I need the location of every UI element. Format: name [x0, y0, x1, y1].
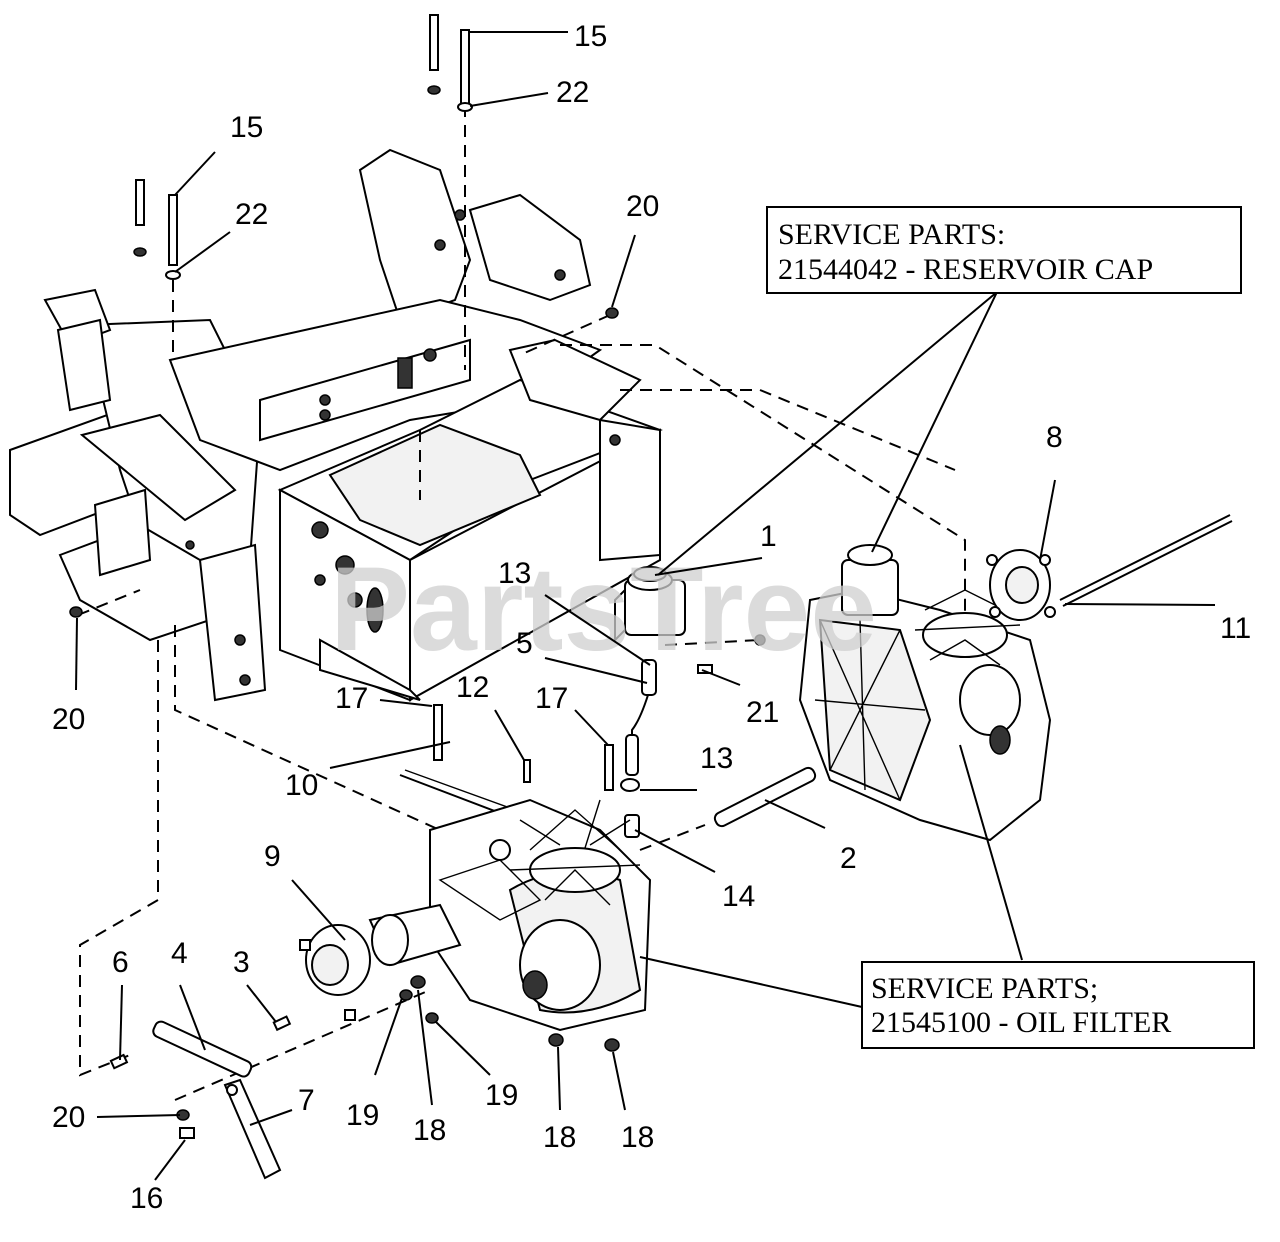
callout-18: 18: [543, 1121, 576, 1154]
fan-hub-right: [922, 612, 1008, 658]
service-box-title: SERVICE PARTS;: [871, 972, 1098, 1005]
callout-15: 15: [230, 111, 263, 144]
callouts: 15 22 15 22 20 8 1 13 5 11 20 12 17 17 2…: [52, 20, 1251, 1215]
callout-7: 7: [298, 1084, 315, 1117]
callout-20: 20: [626, 190, 659, 223]
callout-17: 17: [335, 682, 368, 715]
callout-9: 9: [264, 840, 281, 873]
callout-3: 3: [233, 946, 250, 979]
callout-18: 18: [621, 1121, 654, 1154]
watermark: PartsTree: [330, 542, 877, 676]
callout-19: 19: [485, 1079, 518, 1112]
callout-20: 20: [52, 703, 85, 736]
hose-5: [641, 659, 657, 696]
callout-15: 15: [574, 20, 607, 53]
callout-12: 12: [456, 671, 489, 704]
leader-lines: [75, 31, 1216, 1181]
callout-11: 11: [1220, 612, 1251, 645]
bolt-15b: [460, 29, 470, 106]
callout-13: 13: [498, 557, 531, 590]
callout-2: 2: [840, 842, 857, 875]
alignment-lines: [77, 105, 966, 1101]
lever-7: [223, 1078, 282, 1180]
service-box-reservoir-cap: SERVICE PARTS: 21544042 - RESERVOIR CAP: [766, 206, 1242, 294]
frame-assembly: [9, 148, 663, 702]
bolt-15d: [168, 194, 178, 266]
service-box-part: 21544042 - RESERVOIR CAP: [778, 253, 1153, 286]
service-box-part: 21545100 - OIL FILTER: [871, 1006, 1171, 1039]
service-box-oil-filter: SERVICE PARTS; 21545100 - OIL FILTER: [861, 961, 1255, 1049]
bolt-15c: [135, 179, 145, 226]
callout-6: 6: [112, 946, 129, 979]
link-4: [152, 1020, 253, 1078]
service-box-title: SERVICE PARTS:: [778, 218, 1005, 251]
callout-22: 22: [235, 198, 268, 231]
bolt-15a: [429, 14, 439, 71]
callout-13: 13: [700, 742, 733, 775]
callout-16: 16: [130, 1182, 163, 1215]
callout-17: 17: [535, 682, 568, 715]
rod-11: [1059, 514, 1231, 601]
callout-21: 21: [746, 696, 779, 729]
callout-19: 19: [346, 1099, 379, 1132]
left-transaxle: [109, 798, 652, 1180]
callout-20: 20: [52, 1101, 85, 1134]
callout-4: 4: [171, 937, 188, 970]
callout-14: 14: [722, 880, 755, 913]
hardware: [69, 14, 766, 1139]
callout-5: 5: [516, 627, 533, 660]
reservoir-assembly: [399, 514, 1233, 838]
right-transaxle: [798, 544, 1056, 842]
callout-1: 1: [760, 520, 777, 553]
tube-2: [713, 766, 817, 828]
callout-22: 22: [556, 76, 589, 109]
callout-10: 10: [285, 769, 318, 802]
callout-18: 18: [413, 1114, 446, 1147]
callout-8: 8: [1046, 421, 1063, 454]
